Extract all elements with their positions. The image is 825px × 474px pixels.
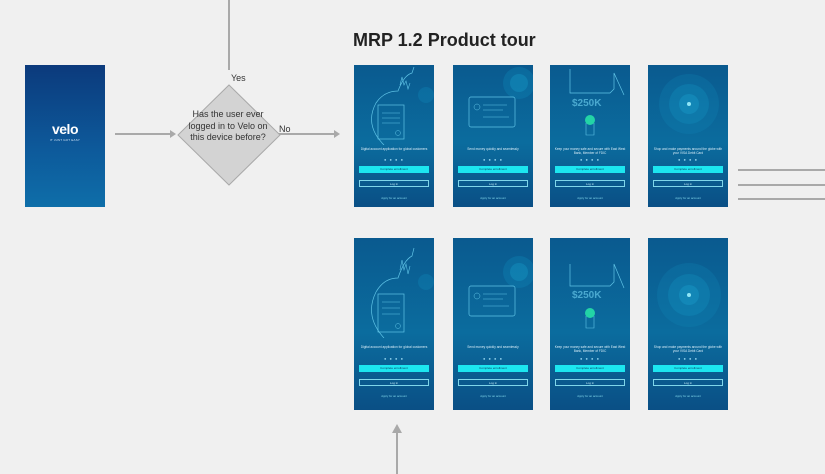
splash-screen[interactable]: velo IT JUST GOT EASY <box>25 65 105 207</box>
tour-screen-2-row1[interactable]: Send money quickly and seamlessly ● ● ● … <box>453 65 533 207</box>
decision-diamond <box>177 84 281 186</box>
page-dots: ● ● ● ● <box>580 157 600 162</box>
arrowhead-bottom-up <box>392 424 402 433</box>
screen-caption: Shop and make payments around the globe … <box>653 147 723 155</box>
log-in-button[interactable]: Log in <box>653 379 723 386</box>
screen-caption: Digital account application for global c… <box>360 345 428 349</box>
log-in-button[interactable]: Log in <box>359 379 429 386</box>
page-dots: ● ● ● ● <box>483 356 503 361</box>
screen-caption: Keep your money safe and secure with Eas… <box>554 147 626 155</box>
complete-enrollment-button[interactable]: Complete enrollment <box>653 365 723 372</box>
vault-amount: $250K <box>572 98 602 109</box>
page-title: MRP 1.2 Product tour <box>353 30 536 50</box>
connector-bottom-vertical <box>396 432 398 474</box>
screen-caption: Digital account application for global c… <box>360 147 428 151</box>
log-in-button[interactable]: Log in <box>458 379 528 386</box>
velo-logo: velo <box>51 121 79 137</box>
connector-decision-to-tour <box>277 133 335 135</box>
globe-illustration <box>659 74 719 134</box>
connector-top-vertical <box>228 0 230 70</box>
screen-caption: Send money quickly and seamlessly <box>467 345 519 349</box>
connector-splash-to-decision <box>115 133 173 135</box>
globe-illustration <box>657 263 721 327</box>
tour-screen-3-row1[interactable]: $250K Keep your money safe and secure wi… <box>550 65 630 207</box>
tour-screen-1-row2[interactable]: Digital account application for global c… <box>354 238 434 410</box>
no-label: No <box>279 124 291 134</box>
offpage-connector-3 <box>738 198 825 200</box>
document-illustration <box>371 66 434 145</box>
decision-question: Has the user ever logged in to Velo on t… <box>188 109 268 142</box>
screen-caption: Send money quickly and seamlessly <box>467 147 519 151</box>
send-money-illustration <box>468 67 533 128</box>
arrowhead-decision-to-tour <box>334 130 340 138</box>
page-dots: ● ● ● ● <box>384 356 404 361</box>
screen-caption: Shop and make payments around the globe … <box>653 345 723 353</box>
tour-screen-4-row2[interactable]: Shop and make payments around the globe … <box>648 238 728 410</box>
page-dots: ● ● ● ● <box>384 157 404 162</box>
tour-screen-1-row1[interactable]: Digital account application for global c… <box>354 65 434 207</box>
log-in-button[interactable]: Log in <box>458 180 528 187</box>
yes-label: Yes <box>231 73 246 83</box>
offpage-connector-1 <box>738 169 825 171</box>
vault-amount: $250K <box>572 290 602 301</box>
apply-link[interactable]: Apply for an account <box>675 196 701 200</box>
arrowhead-splash-to-decision <box>170 130 176 138</box>
apply-link[interactable]: Apply for an account <box>675 394 701 398</box>
complete-enrollment-button[interactable]: Complete enrollment <box>359 365 429 372</box>
log-in-button[interactable]: Log in <box>555 379 625 386</box>
complete-enrollment-button[interactable]: Complete enrollment <box>458 365 528 372</box>
velo-tagline: IT JUST GOT EASY <box>49 138 81 142</box>
apply-link[interactable]: Apply for an account <box>381 196 407 200</box>
tour-screen-2-row2[interactable]: Send money quickly and seamlessly ● ● ● … <box>453 238 533 410</box>
apply-link[interactable]: Apply for an account <box>480 196 506 200</box>
complete-enrollment-button[interactable]: Complete enrollment <box>555 365 625 372</box>
tour-screen-4-row1[interactable]: Shop and make payments around the globe … <box>648 65 728 207</box>
complete-enrollment-button[interactable]: Complete enrollment <box>458 166 528 173</box>
page-dots: ● ● ● ● <box>678 356 698 361</box>
apply-link[interactable]: Apply for an account <box>577 394 603 398</box>
complete-enrollment-button[interactable]: Complete enrollment <box>653 166 723 173</box>
document-illustration <box>371 247 434 338</box>
log-in-button[interactable]: Log in <box>653 180 723 187</box>
log-in-button[interactable]: Log in <box>555 180 625 187</box>
apply-link[interactable]: Apply for an account <box>381 394 407 398</box>
page-dots: ● ● ● ● <box>580 356 600 361</box>
complete-enrollment-button[interactable]: Complete enrollment <box>555 166 625 173</box>
screen-caption: Keep your money safe and secure with Eas… <box>554 345 626 353</box>
offpage-connector-2 <box>738 184 825 186</box>
complete-enrollment-button[interactable]: Complete enrollment <box>359 166 429 173</box>
page-dots: ● ● ● ● <box>678 157 698 162</box>
page-dots: ● ● ● ● <box>483 157 503 162</box>
apply-link[interactable]: Apply for an account <box>480 394 506 398</box>
tour-screen-3-row2[interactable]: $250K Keep your money safe and secure wi… <box>550 238 630 410</box>
vault-illustration <box>569 263 625 329</box>
log-in-button[interactable]: Log in <box>359 180 429 187</box>
send-money-illustration <box>468 256 533 317</box>
apply-link[interactable]: Apply for an account <box>577 196 603 200</box>
vault-illustration <box>569 69 625 136</box>
